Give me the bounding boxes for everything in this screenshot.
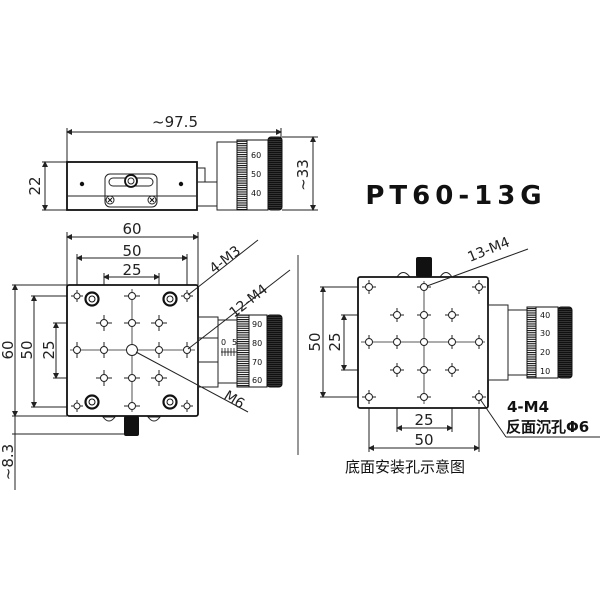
svg-text:10: 10 <box>540 367 550 376</box>
svg-text:50: 50 <box>251 170 261 179</box>
bv-width-dim: 50 <box>414 431 433 449</box>
callout-m6: M6 <box>221 388 247 413</box>
hole-m3 <box>71 290 83 302</box>
length-dim-label: ~97.5 <box>152 113 198 131</box>
height-dim-label: 22 <box>26 176 44 195</box>
bv-width-grid-dim: 25 <box>414 411 433 429</box>
lock-plate <box>104 173 158 208</box>
height-grid-dim-label: 25 <box>40 340 58 359</box>
hole-m3 <box>71 400 83 412</box>
svg-text:90: 90 <box>252 320 262 329</box>
svg-text:60: 60 <box>252 376 262 385</box>
model-title: PT60-13G <box>365 181 546 211</box>
micrometer-bottom: 40 30 20 10 <box>487 304 573 381</box>
svg-text:40: 40 <box>251 189 261 198</box>
callout-4-m3: 4-M3 <box>207 243 244 277</box>
bv-height-grid-dim: 25 <box>326 332 344 351</box>
stage-body-side <box>66 161 198 211</box>
width-inner-dim-label: 50 <box>122 242 141 260</box>
micrometer-front: 0 5 90 80 70 60 <box>197 314 283 388</box>
svg-text:5: 5 <box>232 338 237 347</box>
screw-icon <box>147 195 157 205</box>
callout-4-m4: 4-M4 <box>507 398 549 416</box>
bv-height-dim: 50 <box>306 332 324 351</box>
svg-text:60: 60 <box>251 151 261 160</box>
svg-text:30: 30 <box>540 329 550 338</box>
width-grid-dim-label: 25 <box>122 261 141 279</box>
top-view: ~97.5 22 60 50 40 <box>26 113 318 211</box>
lock-knob <box>416 257 432 277</box>
lock-knob <box>124 416 139 436</box>
front-view: 60 50 25 60 50 25 ~8.3 <box>0 220 291 490</box>
bottom-view-caption: 底面安装孔示意图 <box>345 458 465 476</box>
screw-icon <box>105 195 115 205</box>
bottom-view: 50 25 25 50 <box>306 234 600 476</box>
svg-text:0: 0 <box>221 338 226 347</box>
height-dim-label: 60 <box>0 340 17 359</box>
micrometer-top: 60 50 40 <box>216 136 283 211</box>
side-hole <box>79 181 85 187</box>
svg-text:20: 20 <box>540 348 550 357</box>
width-dim-label: 60 <box>122 220 141 238</box>
hole-m3 <box>181 400 193 412</box>
side-hole <box>178 181 184 187</box>
micrometer-height-dim: ~33 <box>294 159 312 191</box>
svg-text:70: 70 <box>252 358 262 367</box>
svg-text:40: 40 <box>540 311 550 320</box>
callout-counterbore-note: 反面沉孔Φ6 <box>506 418 589 436</box>
callout-13-m4: 13-M4 <box>466 234 513 265</box>
height-inner-dim-label: 50 <box>18 340 36 359</box>
svg-text:80: 80 <box>252 339 262 348</box>
offset-dim-label: ~8.3 <box>0 444 17 480</box>
